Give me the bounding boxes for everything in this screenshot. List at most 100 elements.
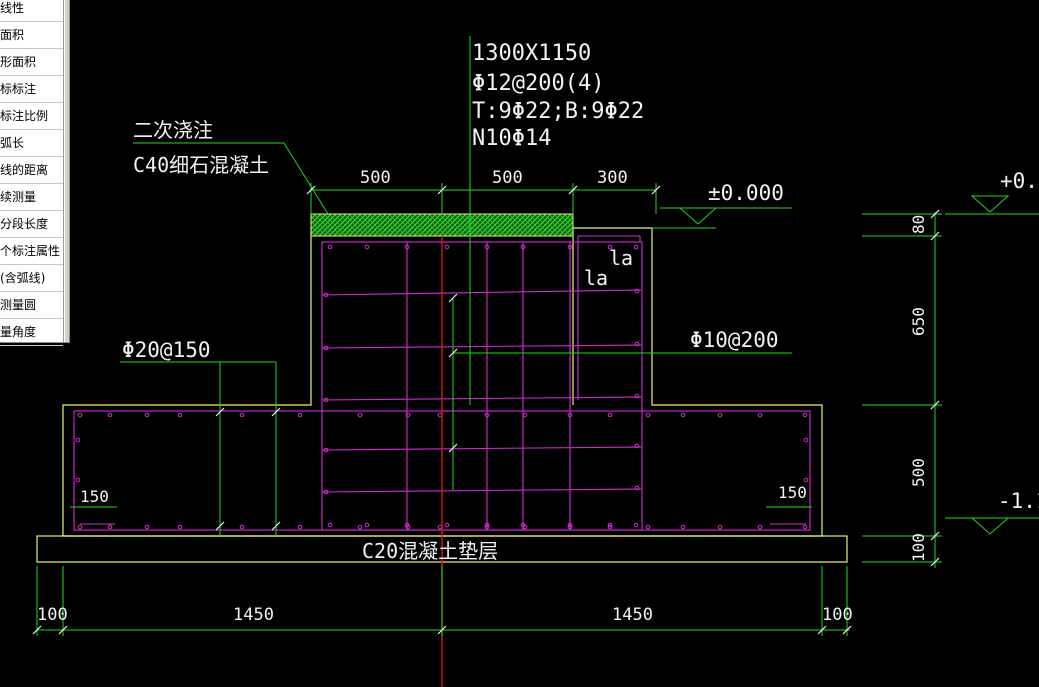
command-menu-list: 线性面积形面积标标注标注比例弧长线的距离续测量分段长度个标注属性(含弧线)测量圆… xyxy=(0,0,64,346)
rebar-dot xyxy=(522,524,528,530)
rebar-dot xyxy=(484,244,490,250)
elevation-bottom-right-label: -1.18 xyxy=(998,489,1039,513)
rebar-dot xyxy=(567,244,573,250)
command-menu: 线性面积形面积标标注标注比例弧长线的距离续测量分段长度个标注属性(含弧线)测量圆… xyxy=(0,0,70,346)
rebar-dot xyxy=(77,524,83,530)
rebar-dot xyxy=(437,412,443,418)
rebar-dot xyxy=(297,524,303,530)
grout-note-line1: 二次浇注 xyxy=(133,118,213,142)
hook-dim-left: 150 xyxy=(80,487,109,506)
pedestal-rebar-label: Φ10@200 xyxy=(690,328,779,352)
menu-item[interactable]: 量角度 xyxy=(0,319,63,346)
rebar-dot xyxy=(757,524,763,530)
menu-item[interactable]: 标注比例 xyxy=(0,103,63,130)
rebar-dot xyxy=(634,288,640,294)
rebar-dot xyxy=(177,412,183,418)
bottom-dim-3: 1450 xyxy=(612,605,653,625)
rebar-dot xyxy=(323,397,329,403)
rebar-dot xyxy=(803,477,809,483)
rebar-dot xyxy=(522,412,528,418)
rebar-bar-dots xyxy=(75,244,809,530)
rebar-dot xyxy=(357,524,363,530)
rebar-dot xyxy=(404,244,410,250)
grout-layer xyxy=(310,213,574,237)
right-dim-2: 650 xyxy=(909,307,928,336)
right-dim-4: 100 xyxy=(909,533,928,562)
menu-item[interactable]: 形面积 xyxy=(0,49,63,76)
rebar-dot xyxy=(634,393,640,399)
rebar-dot xyxy=(177,524,183,530)
rebar-dot xyxy=(444,522,450,528)
bottom-dim-2: 1450 xyxy=(233,605,274,625)
menu-item[interactable]: (含弧线) xyxy=(0,265,63,292)
right-dim-3: 500 xyxy=(909,458,928,487)
cushion-label: C20混凝土垫层 xyxy=(362,539,498,563)
rebar-dot xyxy=(405,412,411,418)
rebar-dot xyxy=(327,522,333,528)
rebar-dot xyxy=(437,524,443,530)
elevation-top-label: ±0.000 xyxy=(708,181,784,205)
rebar-dot xyxy=(75,437,81,443)
rebar-dot xyxy=(75,477,81,483)
rebar-dot xyxy=(633,244,639,250)
rebar-dot xyxy=(680,524,686,530)
rebar-dot xyxy=(633,522,639,528)
rebar-dot xyxy=(484,522,490,528)
rebar-dot xyxy=(323,292,329,298)
rebar-dot xyxy=(327,244,333,250)
menu-item[interactable]: 线的距离 xyxy=(0,157,63,184)
rebar-dot xyxy=(77,412,83,418)
rebar-dot xyxy=(239,524,245,530)
column-size-label: 1300X1150 xyxy=(472,41,591,66)
rebar-dot xyxy=(107,524,113,530)
rebar-dot xyxy=(405,524,411,530)
rebar-dot xyxy=(364,244,370,250)
rebar-dot xyxy=(520,244,526,250)
grout-note-line2: C40细石混凝土 xyxy=(133,153,269,177)
rebar-dot xyxy=(680,412,686,418)
rebar-dot xyxy=(607,412,613,418)
rebar-dot xyxy=(567,524,573,530)
rebar-dot xyxy=(144,524,150,530)
rebar-dot xyxy=(802,412,808,418)
slab-rebar-label: Φ20@150 xyxy=(122,338,211,362)
menu-item[interactable]: 弧长 xyxy=(0,130,63,157)
column-side-bars-label: N10Φ14 xyxy=(472,126,551,151)
menu-item[interactable]: 个标注属性 xyxy=(0,238,63,265)
bottom-dim-4: 100 xyxy=(822,605,853,625)
rebar-dot xyxy=(364,522,370,528)
rebar-dot xyxy=(567,522,573,528)
dimension-ticks xyxy=(32,185,940,635)
rebar-dot xyxy=(297,412,303,418)
menu-item[interactable]: 线性 xyxy=(0,0,63,22)
rebar-dot xyxy=(357,412,363,418)
rebar-dot xyxy=(607,524,613,530)
rebar-dot xyxy=(107,412,113,418)
rebar-dot xyxy=(717,524,723,530)
anchorage-label-1: la xyxy=(609,246,633,270)
rebar-dot xyxy=(323,447,329,453)
rebar-dot xyxy=(444,244,450,250)
menu-scrollbar[interactable] xyxy=(65,0,69,342)
rebar-dot xyxy=(484,524,490,530)
rebar-dot xyxy=(607,522,613,528)
menu-item[interactable]: 面积 xyxy=(0,22,63,49)
rebar-dot xyxy=(803,437,809,443)
elevation-top-right-label: +0.0 xyxy=(1000,169,1039,193)
top-dim-2: 500 xyxy=(492,168,523,188)
top-dim-3: 300 xyxy=(597,168,628,188)
menu-item[interactable]: 测量圆 xyxy=(0,292,63,319)
bottom-dim-1: 100 xyxy=(37,605,68,625)
rebar-dot xyxy=(634,443,640,449)
rebar-dot xyxy=(802,524,808,530)
menu-item[interactable]: 分段长度 xyxy=(0,211,63,238)
rebar-dot xyxy=(634,341,640,347)
rebar-dot xyxy=(484,412,490,418)
column-stirrup-label: Φ12@200(4) xyxy=(472,71,604,96)
top-dim-1: 500 xyxy=(360,168,391,188)
rebar-dot xyxy=(567,412,573,418)
menu-item[interactable]: 标标注 xyxy=(0,76,63,103)
dimension-lines xyxy=(36,36,1039,636)
menu-item[interactable]: 续测量 xyxy=(0,184,63,211)
